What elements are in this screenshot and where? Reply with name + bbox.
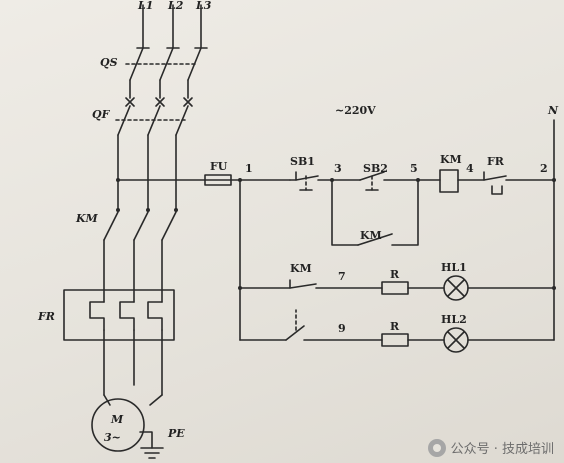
label-r1: R — [390, 268, 400, 281]
label-motor-m: M — [110, 413, 124, 426]
sb2-start-button — [359, 171, 441, 191]
label-motor-phase: 3~ — [104, 431, 121, 444]
node-9: 9 — [338, 322, 346, 335]
label-qs: QS — [100, 56, 118, 69]
label-hl2: HL2 — [441, 313, 467, 326]
qf-breaker-marks — [125, 97, 193, 107]
label-pe: PE — [167, 427, 185, 440]
label-sb2: SB2 — [363, 162, 388, 175]
watermark-text: 公众号 · 技成培训 — [450, 442, 554, 457]
node-2: 2 — [540, 162, 548, 175]
label-fr-main: FR — [37, 310, 55, 323]
node-5: 5 — [410, 162, 418, 175]
resistor-r2 — [381, 333, 409, 347]
km-hold-contact — [330, 178, 420, 246]
node-1: 1 — [245, 162, 253, 175]
motor — [91, 398, 145, 452]
label-km-hold: KM — [360, 229, 382, 242]
node-7: 7 — [338, 270, 346, 283]
label-km-main: KM — [75, 212, 99, 225]
fr-thermal-relay — [63, 289, 175, 341]
label-hl1: HL1 — [441, 261, 467, 274]
label-km-lamp: KM — [290, 262, 312, 275]
label-l3: L3 — [195, 0, 212, 12]
main-circuit — [63, 4, 208, 459]
qf-breaker — [115, 105, 189, 136]
node-3: 3 — [334, 162, 342, 175]
label-km-coil: KM — [440, 153, 462, 166]
fr-nc-contact — [483, 171, 555, 195]
motor-circle — [91, 398, 145, 452]
wechat-icon — [427, 438, 446, 457]
label-r2: R — [390, 320, 400, 333]
pe-ground — [139, 431, 164, 459]
label-fr-contact: FR — [487, 155, 505, 168]
km-main-contacts — [103, 208, 178, 241]
label-sb1: SB1 — [290, 155, 315, 168]
control-circuit — [116, 119, 556, 353]
label-l2: L2 — [167, 0, 184, 12]
km-coil — [439, 169, 459, 193]
watermark: 公众号 · 技成培训 — [427, 438, 554, 457]
sb1-stop-button — [289, 171, 361, 191]
lamp-branch-hl2 — [239, 309, 555, 353]
node-4: 4 — [466, 162, 474, 175]
label-neutral: N — [547, 104, 559, 117]
label-fuse: FU — [210, 160, 228, 173]
label-qf: QF — [92, 108, 111, 121]
label-l1: L1 — [137, 0, 153, 12]
label-voltage: ~220V — [335, 104, 376, 117]
qs-isolator — [125, 47, 202, 81]
labels: L1 L2 L3 QS QF KM FR M 3~ PE ~220V N FU … — [37, 0, 559, 444]
lamp-branch-hl1 — [239, 275, 555, 301]
resistor-r1 — [381, 281, 409, 295]
